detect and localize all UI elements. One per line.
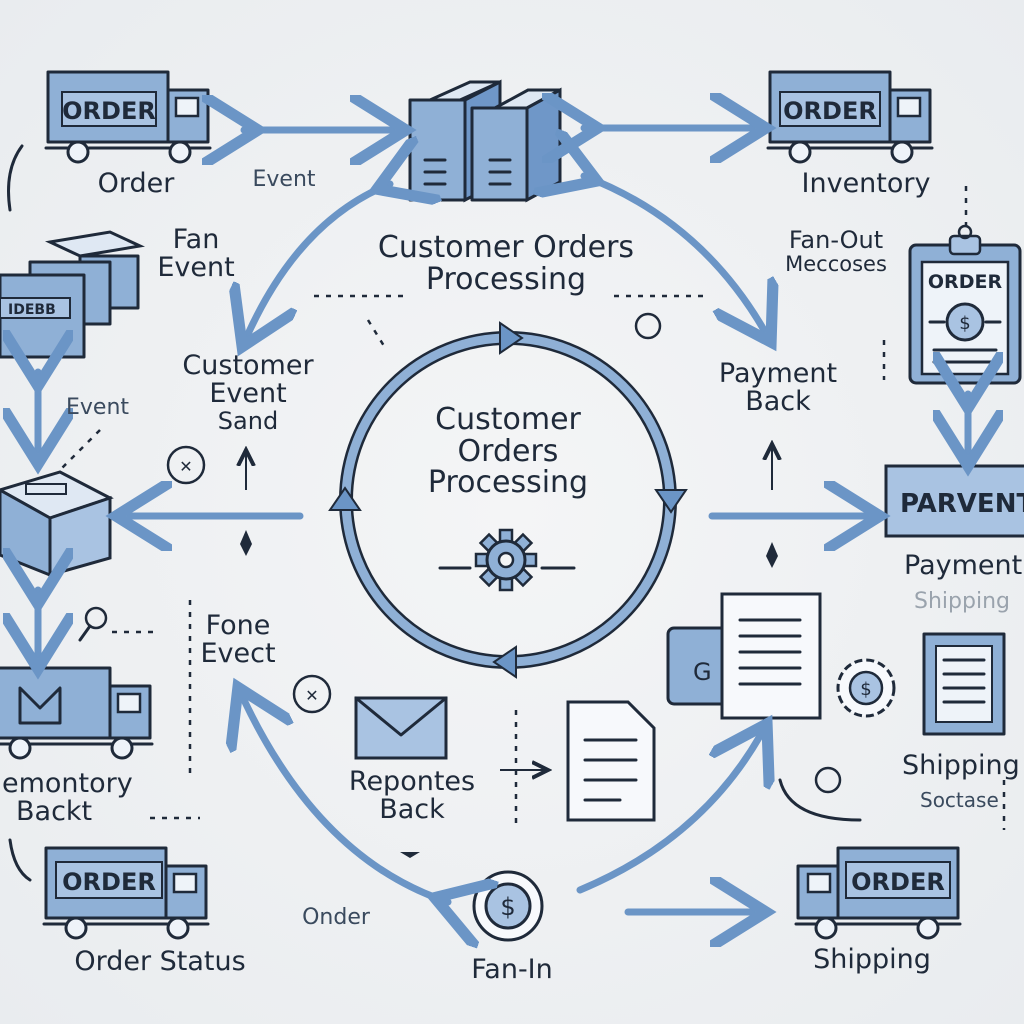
- truck-label-top-right: ORDER: [783, 97, 877, 125]
- label-order-status: Order Status: [74, 946, 246, 977]
- truck-icon-top-right: ORDER: [766, 70, 934, 164]
- truck-icon-bottom-left: ORDER: [42, 846, 210, 940]
- arrow-server-payment: [584, 176, 764, 330]
- label-onder: Onder: [302, 905, 370, 930]
- label-inventory-back: emontory Backt: [2, 768, 133, 828]
- label-event-left: Event: [66, 395, 130, 420]
- truck-icon-top-left: ORDER: [44, 70, 212, 164]
- dollar-gear-icon: $: [836, 658, 896, 718]
- top-title: Customer Orders Processing: [377, 230, 635, 297]
- truck-icon-left-mid: [0, 666, 154, 760]
- label-inventory: Inventory: [801, 168, 931, 199]
- arrow-fanin-left: [244, 700, 448, 902]
- envelope-icon: [354, 696, 448, 760]
- svg-text:$: $: [500, 893, 515, 921]
- flow-arrows: [38, 128, 968, 912]
- label-payment-right: Payment: [904, 550, 1023, 581]
- truck-label-top-left: ORDER: [62, 97, 156, 125]
- package-label: IDEBB: [8, 302, 56, 318]
- clipboard-label: ORDER: [928, 271, 1003, 293]
- arrow-fanin-right: [576, 736, 760, 894]
- truck-label-group-bottom-right: ORDER: [845, 861, 951, 899]
- process-cycle: [328, 321, 688, 679]
- label-shipping-faint: Shipping: [914, 589, 1010, 614]
- label-fone-evect: Fone Evect: [200, 610, 276, 670]
- clipboard-icon: ORDER $: [908, 224, 1022, 385]
- server-icon: [408, 79, 562, 203]
- svg-text:✕: ✕: [305, 686, 318, 705]
- document-icon-center: [566, 700, 656, 822]
- coin-icon: $: [472, 870, 544, 942]
- label-repontes-back: Repontes Back: [348, 766, 476, 826]
- arrow-server-customer: [248, 184, 390, 334]
- svg-text:G: G: [693, 658, 712, 686]
- open-box-icon: [0, 470, 114, 577]
- payment-box-label: PARVENT: [900, 489, 1024, 519]
- label-soctase: Soctase: [920, 788, 999, 812]
- label-fan-event: Fan Event: [157, 224, 235, 284]
- svg-text:$: $: [959, 313, 970, 334]
- label-fanout: Fan-Out Meccoses: [785, 226, 887, 277]
- label-shipping-right: Shipping: [902, 750, 1020, 781]
- document-icon-right: [922, 632, 1006, 736]
- truck-label-bottom-left: ORDER: [62, 868, 156, 896]
- label-order: Order: [97, 168, 175, 199]
- payment-box: PARVENT: [884, 464, 1024, 538]
- gear-icon: [474, 528, 538, 592]
- label-event-top: Event: [252, 167, 316, 192]
- package-stack-icon: IDEBB: [0, 230, 146, 359]
- truck-label-bottom-right: ORDER: [851, 868, 945, 896]
- label-fan-in: Fan-In: [471, 954, 553, 985]
- svg-text:✕: ✕: [179, 457, 192, 476]
- svg-text:$: $: [860, 679, 871, 700]
- center-title: Customer Orders Processing: [427, 402, 589, 500]
- small-connectors: ✕ ✕: [7, 144, 1006, 882]
- document-stack-icon: G: [666, 592, 822, 720]
- label-shipping-bottom: Shipping: [813, 944, 931, 975]
- label-payment-back: Payment Back: [718, 358, 838, 418]
- label-customer-event: Customer Event Sand: [182, 350, 314, 435]
